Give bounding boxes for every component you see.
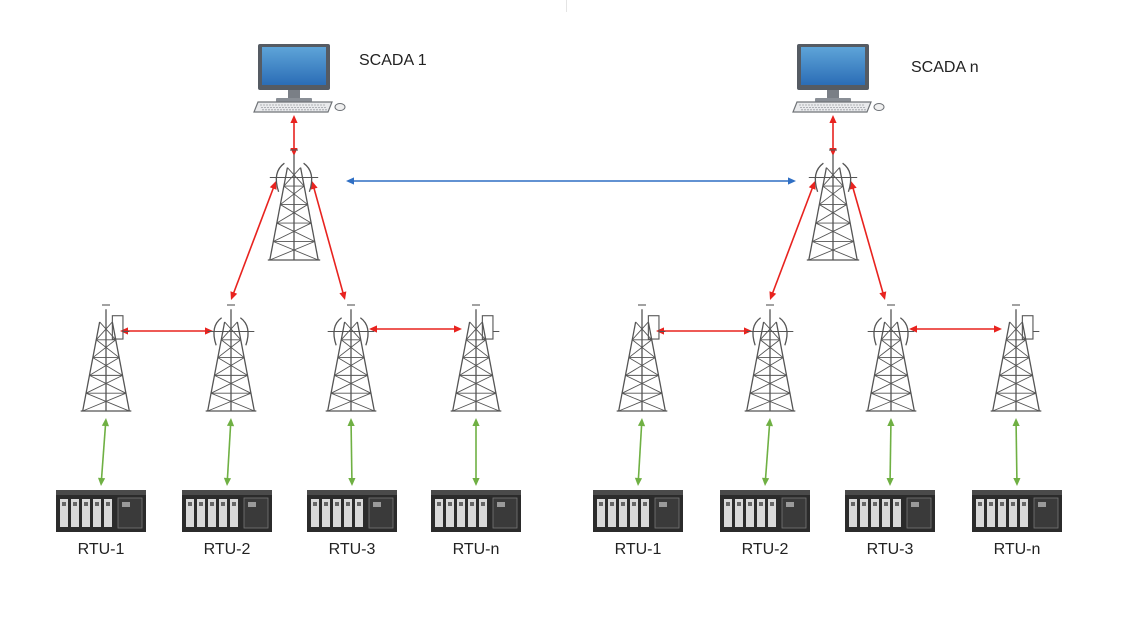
scada-label-1: SCADA 1: [359, 52, 427, 69]
radio-tower-icon: [744, 304, 796, 412]
rtu-device-icon: [845, 490, 935, 532]
links-layer: [97, 115, 1021, 486]
tower-to-rtu-link: [761, 418, 774, 486]
tower-to-tower-link: [120, 327, 213, 335]
rtu-label: RTU-3: [866, 541, 914, 558]
tower-to-tower-link: [909, 325, 1002, 333]
radio-tower-icon: [80, 304, 132, 412]
rtu-device-icon: [972, 490, 1062, 532]
hub-to-tower-link: [849, 181, 887, 300]
rtu-device-icon: [431, 490, 521, 532]
tower-to-rtu-link: [634, 418, 646, 486]
hub-to-tower-link: [230, 181, 277, 300]
tower-to-rtu-link: [97, 418, 110, 486]
tower-to-tower-link: [656, 327, 752, 335]
rtu-label: RTU-1: [614, 541, 662, 558]
rtu-label: RTU-1: [77, 541, 125, 558]
rtu-label: RTU-2: [203, 541, 251, 558]
rtu-device-icon: [182, 490, 272, 532]
radio-tower-icon: [990, 304, 1042, 412]
radio-tower-icon: [865, 304, 917, 412]
tower-to-rtu-link: [1012, 418, 1021, 486]
computer-workstation-icon: [253, 44, 346, 113]
tower-to-rtu-link: [347, 418, 356, 486]
top-divider: [566, 0, 567, 12]
hub-to-tower-link: [769, 181, 816, 300]
rtu-label: RTU-n: [993, 541, 1041, 558]
radio-tower-icon: [205, 304, 257, 412]
hub-to-tower-link: [310, 181, 347, 300]
rtu-device-icon: [56, 490, 146, 532]
tower-to-rtu-link: [886, 418, 895, 486]
tower-to-rtu-link: [472, 418, 480, 486]
radio-tower-icon: [450, 304, 502, 412]
radio-tower-icon: [616, 304, 668, 412]
computer-workstation-icon: [792, 44, 885, 113]
rtu-device-icon: [720, 490, 810, 532]
scada-label-n: SCADA n: [911, 59, 979, 76]
tower-to-tower-link: [369, 325, 462, 333]
radio-tower-icon: [325, 304, 377, 412]
rtu-device-icon: [307, 490, 397, 532]
rtu-device-icon: [593, 490, 683, 532]
scada-peer-link: [346, 177, 796, 185]
nodes-layer: [56, 44, 1062, 532]
rtu-label: RTU-n: [452, 541, 500, 558]
radio-tower-icon: [806, 149, 860, 261]
rtu-label: RTU-2: [741, 541, 789, 558]
radio-tower-icon: [267, 149, 321, 261]
rtu-label: RTU-3: [328, 541, 376, 558]
tower-to-rtu-link: [223, 418, 235, 486]
